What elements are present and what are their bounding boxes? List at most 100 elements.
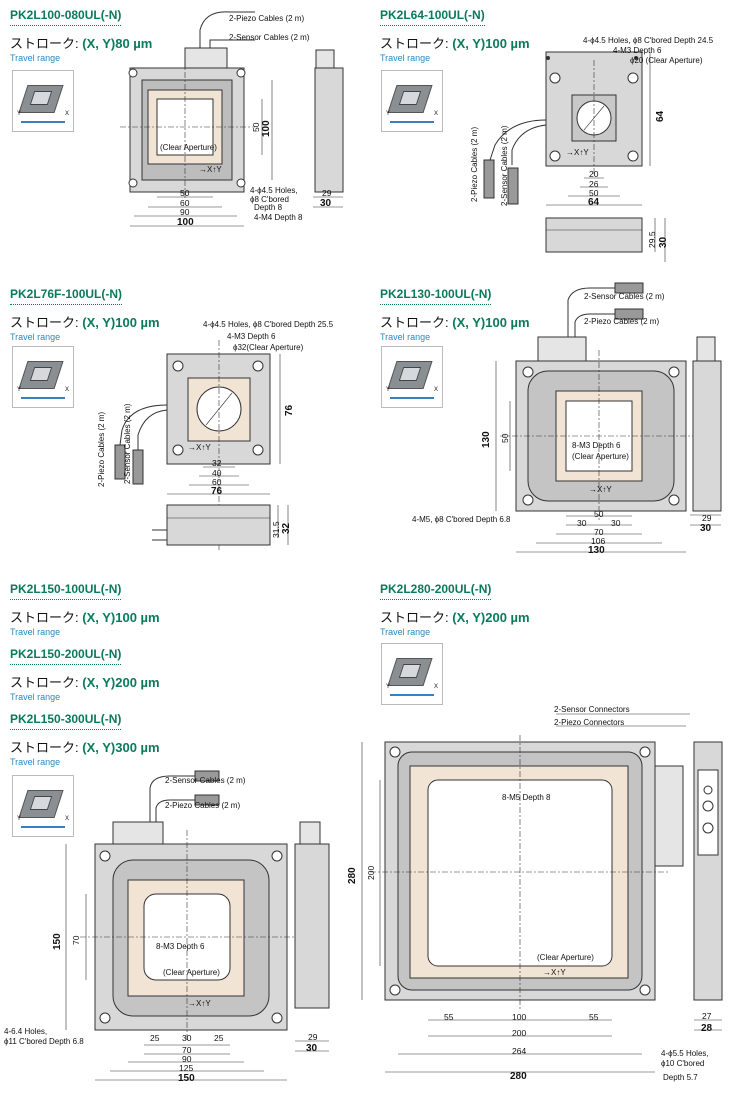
axis-mark: →X↑Y: [543, 968, 566, 977]
travel-range: Travel range: [10, 627, 61, 637]
stroke-line: ストローク: (X, Y)100 µm: [10, 610, 160, 625]
product-header-4: PK2L130-100UL(-N) ストローク: (X, Y)100 µm Tr…: [380, 285, 530, 342]
stroke-line: ストローク: (X, Y)100 µm: [380, 36, 530, 51]
stroke-line: ストローク: (X, Y)80 µm: [10, 36, 153, 51]
dim-w76: 76: [211, 486, 223, 497]
axis-mark: →X↑Y: [188, 443, 211, 452]
dim-w20: 20: [589, 169, 599, 179]
stroke-line: ストローク: (X, Y)100 µm: [10, 315, 160, 330]
dim-w90: 90: [182, 1054, 192, 1064]
travel-range: Travel range: [380, 53, 431, 63]
dim-w32: 32: [212, 458, 222, 468]
axis-mark: →X↑Y: [566, 148, 589, 157]
travel-range: Travel range: [10, 332, 61, 342]
dim-w60: 60: [212, 477, 222, 487]
sensor-cable-label: 2-Sensor Cables (2 m): [584, 292, 665, 301]
tap-label: 4-M3 Depth 6: [613, 46, 662, 55]
aperture-label: ϕ20 (Clear Aperture): [630, 56, 703, 65]
dim-w60: 60: [180, 198, 190, 208]
product-header-7: PK2L150-300UL(-N) ストローク: (X, Y)300 µm Tr…: [10, 710, 160, 767]
travel-range: Travel range: [380, 627, 431, 637]
stroke-line: ストローク: (X, Y)300 µm: [10, 740, 160, 755]
product-title: PK2L150-300UL(-N): [10, 712, 122, 730]
cbore-label: ϕ11 C'bored Depth 6.8: [4, 1037, 84, 1046]
aperture-label: (Clear Aperture): [537, 953, 594, 962]
cbore-label: ϕ8 C'bored: [250, 195, 289, 204]
holes-label: 4-6.4 Holes,: [4, 1027, 48, 1036]
travel-range: Travel range: [10, 53, 61, 63]
dim-w30a: 30: [577, 518, 587, 528]
holes-label: 4-ϕ4.5 Holes,: [250, 186, 298, 195]
sensor-connector-label: 2-Sensor Connectors: [554, 705, 630, 714]
dim-w70: 70: [594, 527, 604, 537]
depth-label: Depth 8: [254, 203, 283, 212]
dim-w25a: 25: [150, 1033, 160, 1043]
dim-w55a: 55: [444, 1012, 454, 1022]
dim-w106: 106: [591, 536, 606, 546]
dim-s27: 27: [702, 1011, 712, 1021]
product-header-5: PK2L150-100UL(-N) ストローク: (X, Y)100 µm Tr…: [10, 580, 160, 637]
dim-w25b: 25: [214, 1033, 224, 1043]
tap-label: 8-M3 Depth 6: [156, 942, 205, 951]
tap-label: 8-M5 Depth 8: [502, 793, 551, 802]
dim-s30: 30: [320, 198, 332, 209]
dim-w55b: 55: [589, 1012, 599, 1022]
dim-w50: 50: [589, 188, 599, 198]
dim-w100: 100: [177, 217, 194, 228]
holes-label: 4-ϕ4.5 Holes, ϕ8 C'bored Depth 24.5: [583, 36, 714, 45]
dim-w30: 30: [182, 1033, 192, 1043]
axis-mark: →X↑Y: [589, 485, 612, 494]
depth-label: Depth 5.7: [663, 1073, 698, 1082]
product-title: PK2L280-200UL(-N): [380, 582, 492, 600]
dim-h200: 200: [366, 865, 376, 880]
axis-mark: →X↑Y: [199, 165, 222, 174]
dim-h280: 280: [347, 867, 358, 884]
product-header-6: PK2L150-200UL(-N) ストローク: (X, Y)200 µm Tr…: [10, 645, 160, 702]
product-title: PK2L100-080UL(-N): [10, 8, 122, 26]
dim-s28: 28: [701, 1023, 713, 1034]
dim-w150: 150: [178, 1073, 195, 1084]
dim-s30: 30: [306, 1043, 318, 1054]
dim-w125: 125: [179, 1063, 194, 1073]
travel-range: Travel range: [10, 757, 61, 767]
dim-w50: 50: [594, 509, 604, 519]
dim-w64: 64: [588, 197, 600, 208]
dim-w30b: 30: [611, 518, 621, 528]
travel-range: Travel range: [10, 692, 61, 702]
axis-mark: →X↑Y: [188, 999, 211, 1008]
dim-w70: 70: [182, 1045, 192, 1055]
dim-w130: 130: [588, 545, 605, 556]
aperture-label: (Clear Aperture): [160, 143, 217, 152]
holes-label: 4-ϕ4.5 Holes, ϕ8 C'bored Depth 25.5: [203, 320, 334, 329]
stroke-line: ストローク: (X, Y)100 µm: [380, 315, 530, 330]
holes-label: 4-ϕ5.5 Holes,: [661, 1049, 709, 1058]
dim-w100: 100: [512, 1012, 527, 1022]
dim-w50: 50: [180, 188, 190, 198]
dim-w90: 90: [180, 207, 190, 217]
dim-s29: 29: [308, 1032, 318, 1042]
dim-w280: 280: [510, 1071, 527, 1082]
product-header-8: PK2L280-200UL(-N) ストローク: (X, Y)200 µm Tr…: [380, 580, 530, 637]
product-title: PK2L64-100UL(-N): [380, 8, 485, 26]
piezo-cable-label: 2-Piezo Cables (2 m): [229, 14, 305, 23]
aperture-label: (Clear Aperture): [163, 968, 220, 977]
dim-w264: 264: [512, 1046, 527, 1056]
piezo-cable-label: 2-Piezo Cables (2 m): [584, 317, 660, 326]
sensor-cable-label: 2-Sensor Cables (2 m): [165, 776, 246, 785]
dim-w26: 26: [589, 179, 599, 189]
holes-label: 4-M5, ϕ8 C'bored Depth 6.8: [412, 515, 511, 524]
piezo-cable-label: 2-Piezo Cables (2 m): [165, 801, 241, 810]
travel-range: Travel range: [380, 332, 431, 342]
tap-label: 8-M3 Depth 6: [572, 441, 621, 450]
dim-w200: 200: [512, 1028, 527, 1038]
aperture-label: (Clear Aperture): [572, 452, 629, 461]
stroke-line: ストローク: (X, Y)200 µm: [380, 610, 530, 625]
product-header-1: PK2L100-080UL(-N) ストローク: (X, Y)80 µm Tra…: [10, 6, 152, 63]
dim-w40: 40: [212, 468, 222, 478]
